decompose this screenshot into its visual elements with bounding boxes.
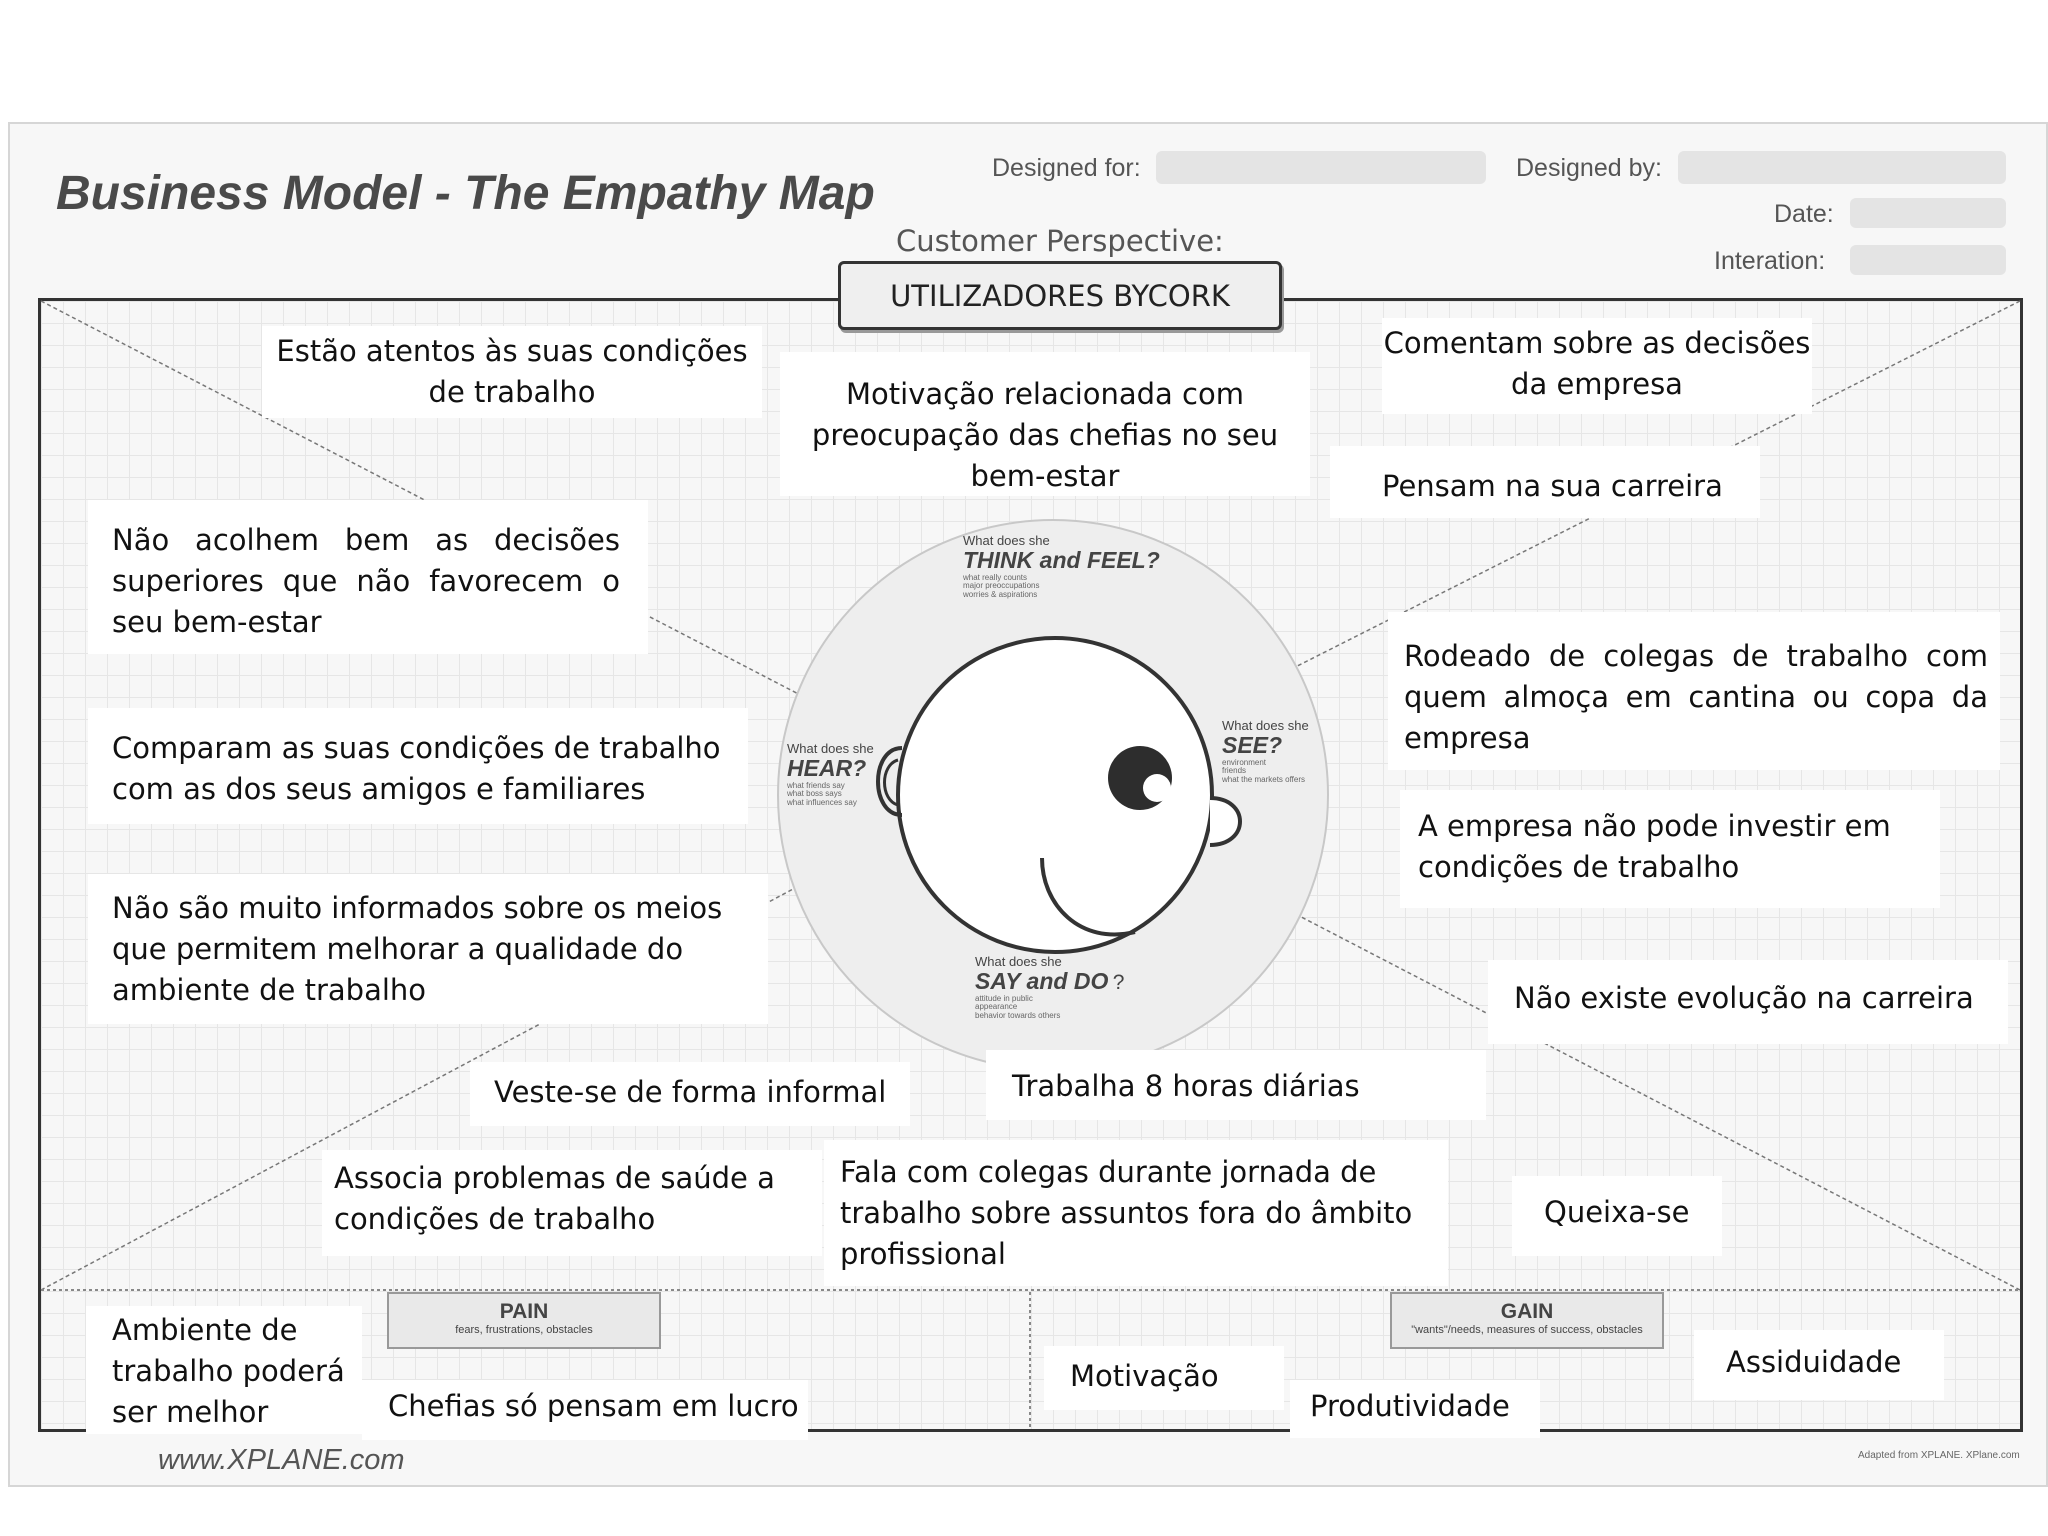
designed-by-label: Designed by: [1516,154,1662,182]
note-motivation: Motivação relacionada com preocupação da… [780,352,1310,496]
note-comment-decisions: Comentam sobre as decisões da empresa [1382,318,1812,414]
note-talks-with-colleagues: Fala com colegas durante jornada de trab… [824,1140,1448,1286]
note-compare-conditions: Comparam as suas condições de trabalho c… [88,708,748,824]
note-no-career-evolution: Não existe evolução na carreira [1488,960,2008,1044]
note-environment-could-improve: Ambiente de trabalho poderá ser melhor [86,1306,362,1434]
think-feel-label: What does she THINK and FEEL? what reall… [963,533,1160,600]
note-dislike-decisions: Não acolhem bem as decisões superiores q… [88,500,648,654]
note-complains: Queixa-se [1512,1176,1722,1256]
say-do-label: What does she SAY and DO ? attitude in p… [975,954,1125,1021]
note-career: Pensam na sua carreira [1330,446,1760,518]
designed-for-field[interactable] [1156,151,1486,184]
divider-line [40,879,811,1291]
head-outline [896,636,1214,954]
gain-header: GAIN "wants"/needs, measures of success,… [1390,1292,1664,1349]
note-motivation-gain: Motivação [1044,1346,1284,1410]
iteration-field[interactable] [1850,245,2006,275]
note-colleagues-lunch: Rodeado de colegas de trabalho com quem … [1388,612,2000,770]
designed-by-field[interactable] [1678,151,2006,184]
iteration-label: Interation: [1714,247,1826,275]
note-dresses-informally: Veste-se de forma informal [470,1062,910,1126]
note-productivity: Produtividade [1290,1380,1540,1438]
note-company-cannot-invest: A empresa não pode investir em condições… [1400,790,1940,908]
footer-site: www.XPLANE.com [158,1444,405,1476]
date-label: Date: [1774,200,1834,228]
pain-header: PAIN fears, frustrations, obstacles [387,1292,661,1349]
note-bosses-profit: Chefias só pensam em lucro [362,1380,808,1440]
note-attentive-conditions: Estão atentos às suas condições de traba… [262,326,762,418]
date-field[interactable] [1850,198,2006,228]
page-title: Business Model - The Empathy Map [56,167,875,220]
eye-highlight [1143,774,1171,802]
note-not-informed: Não são muito informados sobre os meios … [88,874,768,1024]
left-ear [876,746,903,817]
designed-for-label: Designed for: [992,154,1141,182]
note-works-8-hours: Trabalha 8 horas diárias [986,1050,1486,1120]
divider-line [40,300,811,701]
left-ear-inner [883,758,899,807]
see-label: What does she SEE? environment friends w… [1222,718,1309,785]
divider-line [1229,879,2021,1291]
right-ear [1209,796,1242,847]
note-attendance: Assiduidade [1694,1330,1944,1400]
customer-segment-box: UTILIZADORES BYCORK [838,261,1282,330]
hear-label: What does she HEAR? what friends say wha… [787,741,874,808]
customer-perspective-label: Customer Perspective: [896,224,1224,258]
footer-credit: Adapted from XPLANE. XPlane.com [1858,1450,2020,1461]
note-health-problems: Associa problemas de saúde a condições d… [322,1150,822,1256]
mouth [1040,857,1136,937]
